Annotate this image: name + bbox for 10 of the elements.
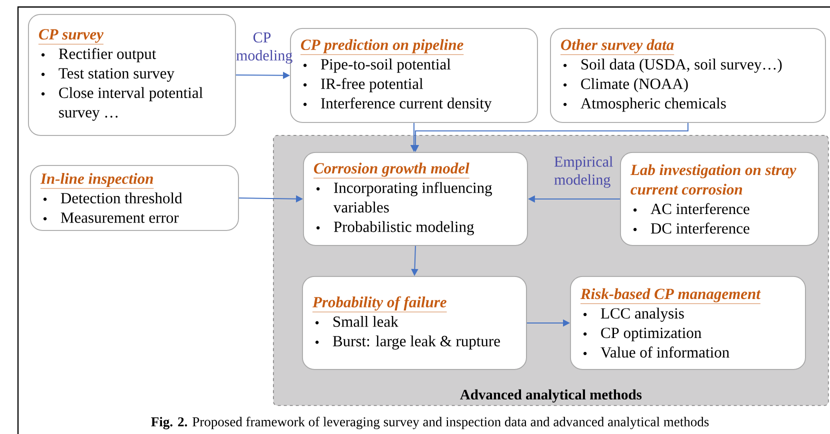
process-box: Lab investigation on stray current corrosion AC interference DC interference: [620, 152, 819, 246]
edge-label: Empirical modeling: [554, 156, 613, 188]
edge-label: CP modeling: [236, 32, 292, 64]
process-box: CP survey Rectifier output Test station survey Close interval potential survey …: [28, 14, 236, 136]
process-box: Other survey data Soil data (USDA, soil survey…) Climate (NOAA) Atmospheric chemicals: [550, 28, 826, 123]
process-box: Corrosion growth model Incorporating influencing variables Probabilistic modeling: [303, 152, 528, 246]
process-box: Risk-based CP management LCC analysis CP optimization Value of information: [570, 276, 806, 370]
process-box: Probability of failure Small leak Burst: large leak & rupture: [302, 276, 527, 370]
process-box: In-line inspection Detection threshold Measurement error: [30, 165, 239, 231]
caption: Fig. 2. Proposed framework of leveraging survey and inspection data and advanced analytical methods: [151, 416, 709, 430]
